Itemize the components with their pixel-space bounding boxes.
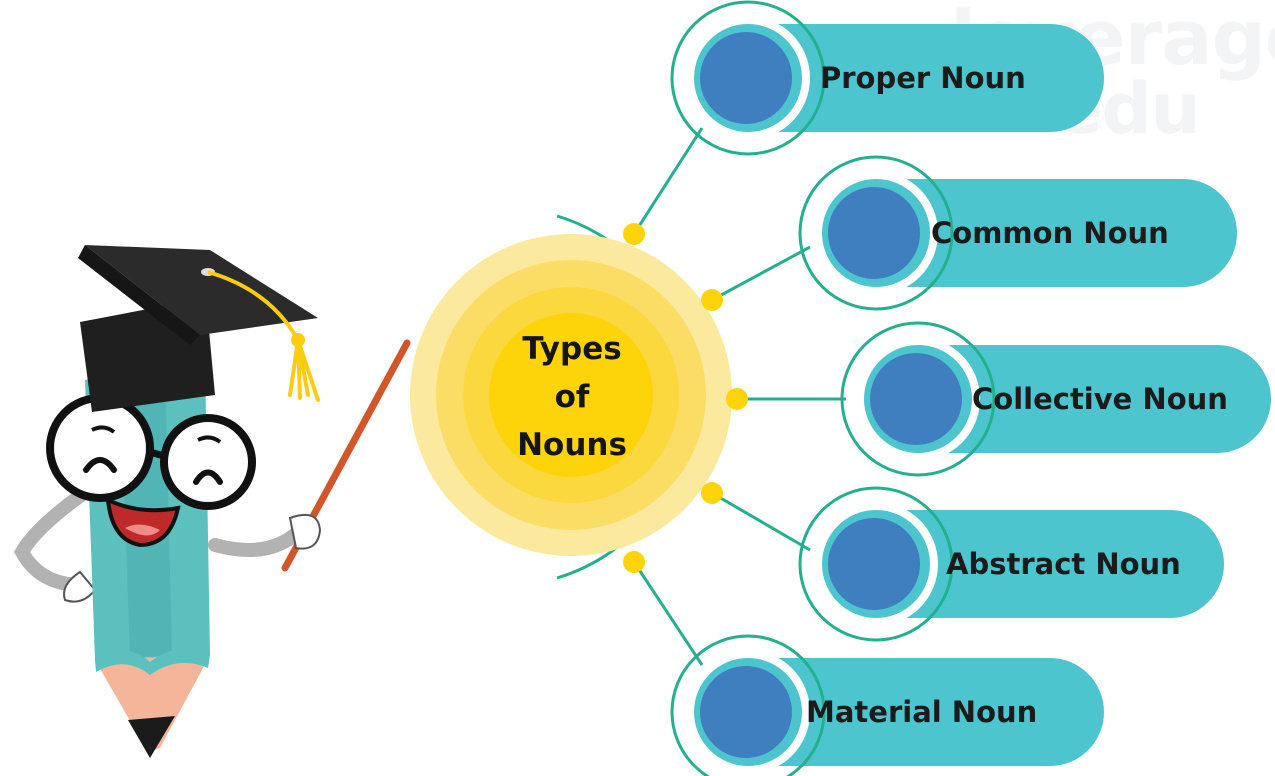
blue-dot-icon [870, 353, 962, 445]
center-title-line-2: of [554, 379, 590, 415]
pill-common-noun [798, 155, 1237, 311]
pencil-teacher-mascot [13, 245, 322, 758]
pill-abstract-noun [798, 486, 1224, 642]
center-title-line-1: Types [522, 331, 622, 367]
label-collective-noun: Collective Noun [972, 382, 1228, 416]
connector-line-proper [632, 127, 704, 235]
connector-lines [632, 127, 846, 666]
connector-line-abstract [711, 491, 811, 552]
label-proper-noun: Proper Noun [820, 61, 1026, 95]
center-node [410, 234, 732, 556]
connector-dots [623, 223, 748, 573]
pill-collective-noun [840, 321, 1271, 477]
connector-line-material [632, 561, 704, 666]
blue-dot-icon [828, 187, 920, 279]
center-title: Types of Nouns [487, 325, 657, 469]
blue-dot-icon [700, 32, 792, 124]
label-common-noun: Common Noun [931, 216, 1169, 250]
pill-proper-noun [670, 0, 1104, 156]
label-material-noun: Material Noun [806, 695, 1038, 729]
pill-material-noun [670, 634, 1104, 776]
connector-line-common [711, 245, 811, 302]
blue-dot-icon [828, 518, 920, 610]
label-abstract-noun: Abstract Noun [946, 547, 1181, 581]
blue-dot-icon [700, 666, 792, 758]
center-title-line-3: Nouns [517, 427, 627, 463]
